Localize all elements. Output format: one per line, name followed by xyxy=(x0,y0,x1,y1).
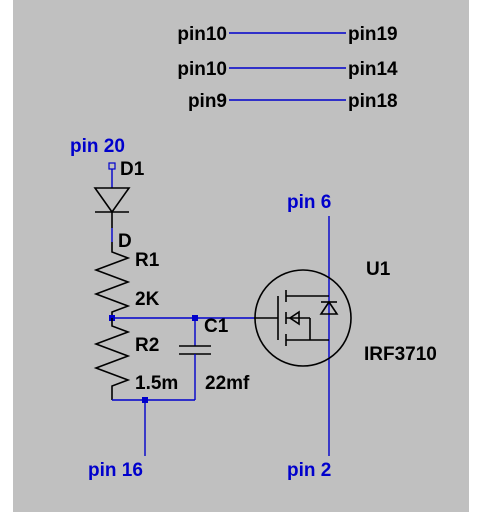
diode-d1-symbol xyxy=(93,187,131,228)
r1-value-label: 2K xyxy=(135,289,160,310)
diode-ref-label: D1 xyxy=(120,159,145,180)
net-alias-from: pin10 xyxy=(177,24,227,45)
net-alias-to: pin18 xyxy=(348,91,398,112)
c1-value-label: 22mf xyxy=(205,373,250,394)
c1-ref-label: C1 xyxy=(204,316,229,337)
mosfet-u1-symbol xyxy=(254,269,352,367)
net-alias-from: pin10 xyxy=(177,59,227,80)
net-alias-row-1: pin10 pin19 xyxy=(177,24,397,45)
net-alias-row-3: pin9 pin18 xyxy=(188,91,398,112)
schematic-canvas xyxy=(13,0,469,512)
net-alias-from: pin9 xyxy=(188,91,227,112)
port-label-pin20: pin 20 xyxy=(70,136,125,157)
u1-ref-label: U1 xyxy=(366,259,391,280)
r2-value-label: 1.5m xyxy=(135,373,178,394)
r1-ref-label: R1 xyxy=(135,250,160,271)
port-label-pin6: pin 6 xyxy=(287,192,331,213)
r2-ref-label: R2 xyxy=(135,335,159,356)
port-terminal xyxy=(108,162,116,170)
net-alias-to: pin19 xyxy=(348,24,398,45)
net-alias-row-2: pin10 pin14 xyxy=(177,59,398,80)
u1-value-label: IRF3710 xyxy=(364,344,437,365)
port-label-pin16: pin 16 xyxy=(88,460,143,481)
capacitor-c1-symbol xyxy=(179,345,211,355)
net-alias-to: pin14 xyxy=(348,59,398,80)
diode-pin-label: D xyxy=(118,231,132,252)
port-label-pin2: pin 2 xyxy=(287,460,331,481)
resistor-r1-symbol xyxy=(93,242,131,318)
resistor-r2-symbol xyxy=(93,318,131,400)
